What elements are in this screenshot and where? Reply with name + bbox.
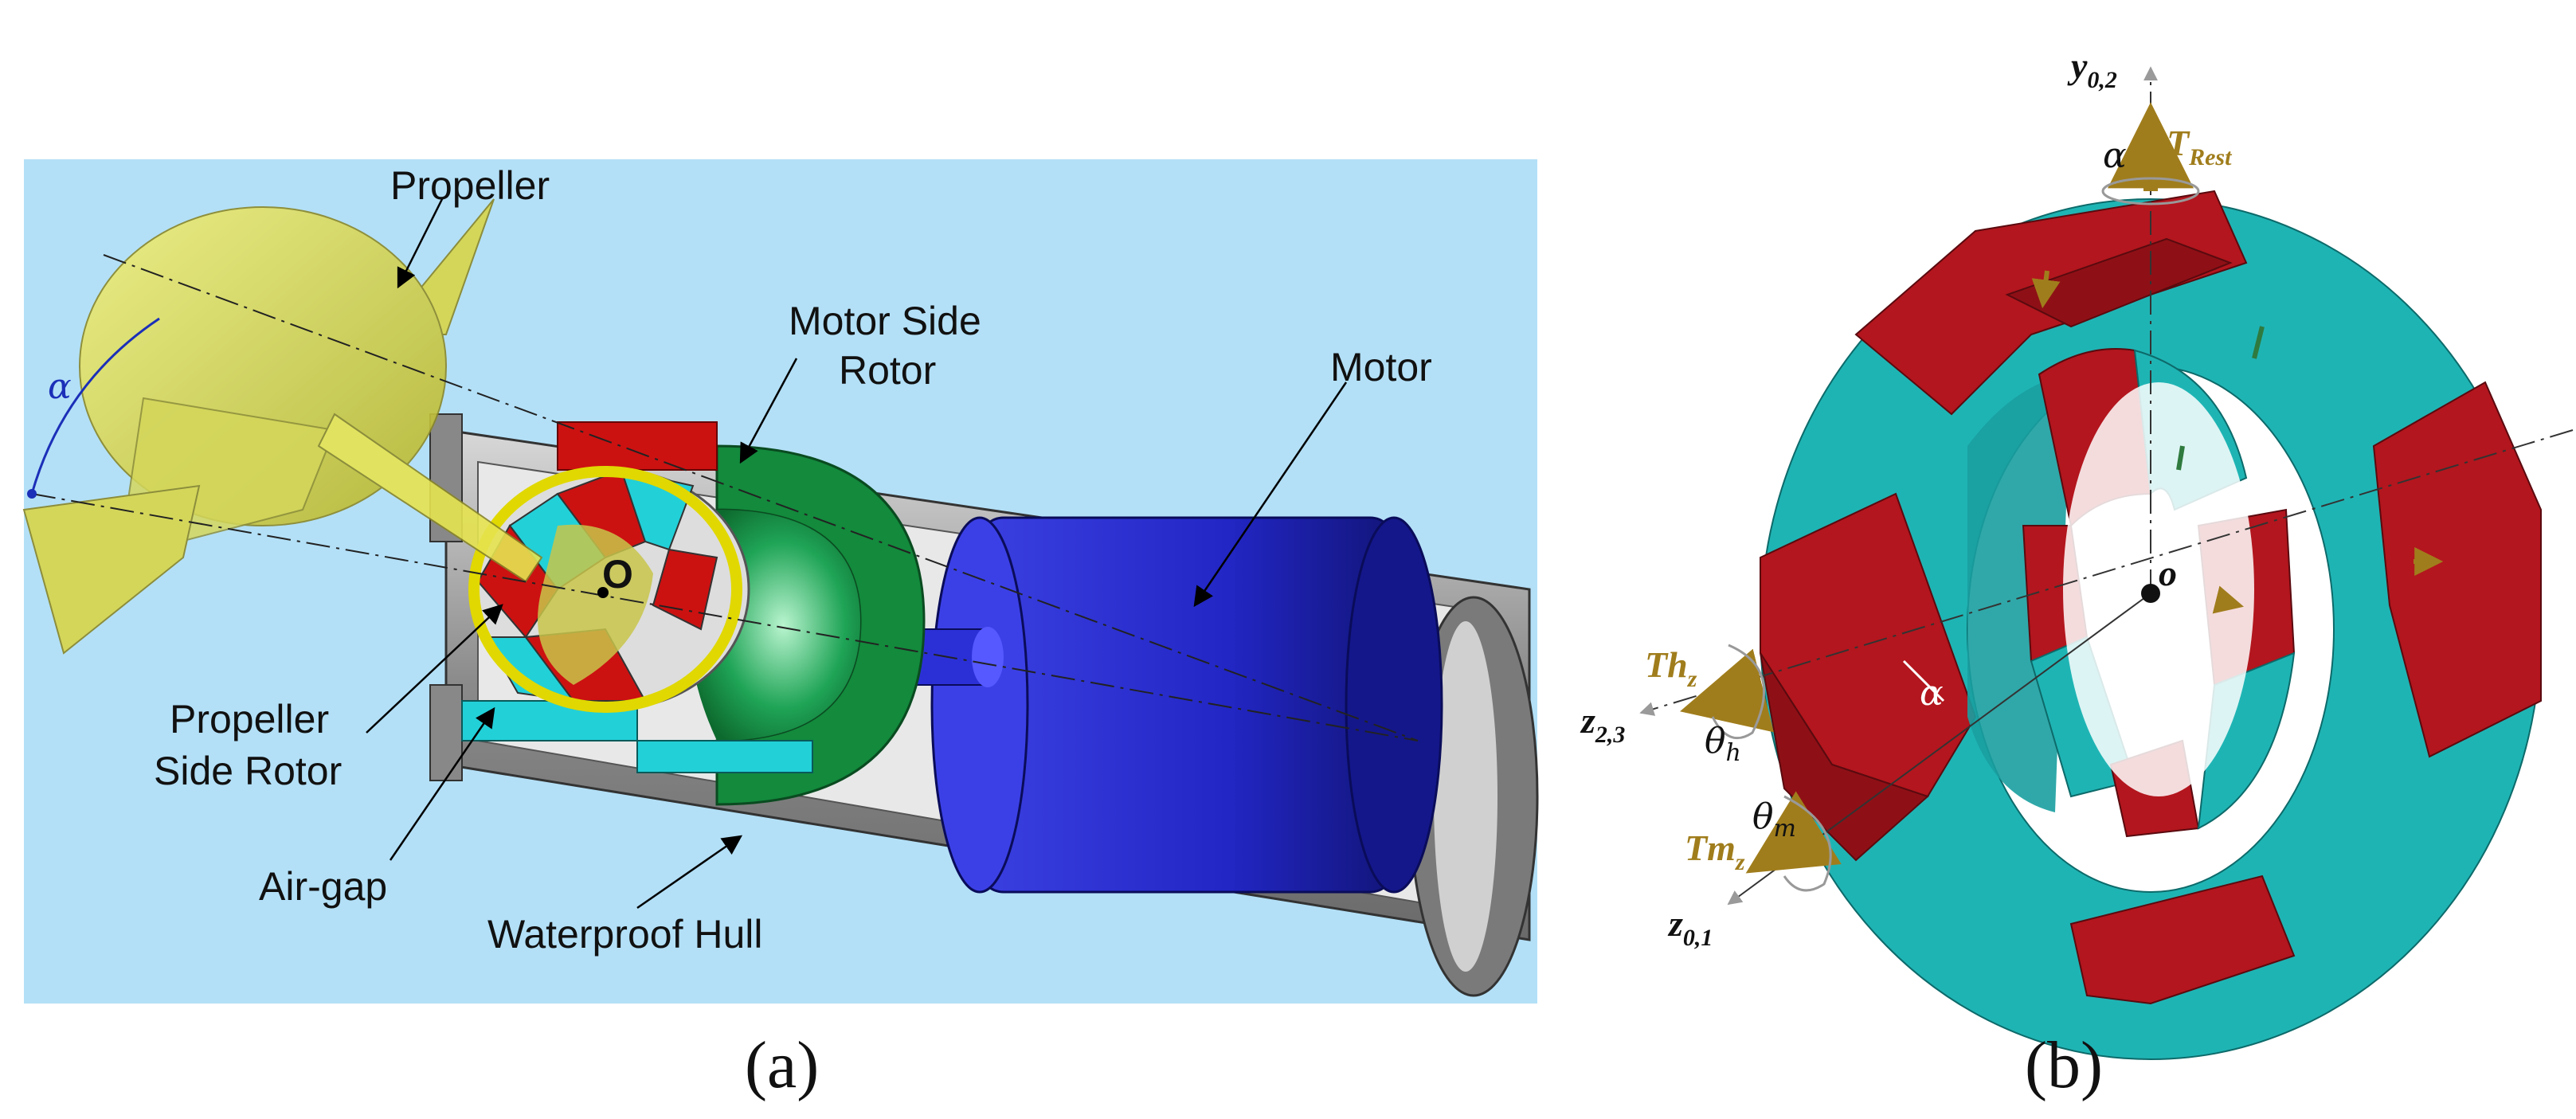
magnetization-arrows [2031,270,2444,614]
tm-z-arrow [1745,791,1842,874]
label-motor: Motor [1330,345,1432,389]
label-propeller-side-rotor-2: Side Rotor [154,749,342,793]
panel-b: o α y0,2 TRest α Thz θh z2,3 θm Tmz z0,1… [1580,45,2574,1102]
label-propeller: Propeller [390,163,550,208]
theta-m-label: θm [1752,796,1796,843]
propeller [22,198,543,655]
leader-motor-side-rotor [739,358,798,464]
alpha-arc-b [1902,659,1945,702]
tm-z-label: Tmz [1685,828,1745,875]
caption-a: (a) [745,1028,819,1102]
theta-h-label: θh [1705,721,1741,767]
label-propeller-side-rotor-1: Propeller [170,697,329,741]
caption-b: (b) [2025,1028,2103,1102]
leader-motor [1193,381,1348,608]
alpha-label-a: α [48,366,72,407]
origin-label-b: o [2159,553,2177,593]
theta-m-rotation-arc [1783,795,1832,892]
leader-waterproof-hull [636,835,743,910]
leader-propeller [397,198,444,289]
propeller-axis-line [103,254,1419,741]
origin-point-a [597,587,609,598]
label-air-gap: Air-gap [259,864,387,909]
label-waterproof-hull: Waterproof Hull [487,912,762,957]
origin-label-a: O [602,552,633,597]
alpha-label-b-mid: α [1920,673,1944,714]
th-z-label: Thz [1645,644,1697,692]
alpha-label-b-top: α [2103,135,2127,176]
z23-axis-label: z2,3 [1580,700,1625,748]
z23-axis-line [1639,429,2574,716]
alpha-rotation-arc-top [2101,177,2200,205]
leader-propeller-side-rotor [366,604,503,734]
origin-point-b [2141,584,2160,603]
motor-body [899,516,1443,894]
label-motor-side-rotor-2: Rotor [839,348,936,393]
leader-air-gap [389,706,495,861]
alpha-arc [30,317,160,495]
th-z-arrow [1680,648,1774,733]
reference-axis-line [31,493,1419,741]
y-axis-label: y0,2 [2067,45,2117,93]
t-rest-label: TRest [2167,123,2233,170]
propeller-side-rotor [468,466,750,713]
panel-a: α O Propeller Motor Side Rotor Motor Pro… [22,159,1539,1102]
theta-h-rotation-arc [1711,644,1765,740]
z01-axis-label: z0,1 [1667,903,1713,951]
label-motor-side-rotor-1: Motor Side [789,299,981,343]
